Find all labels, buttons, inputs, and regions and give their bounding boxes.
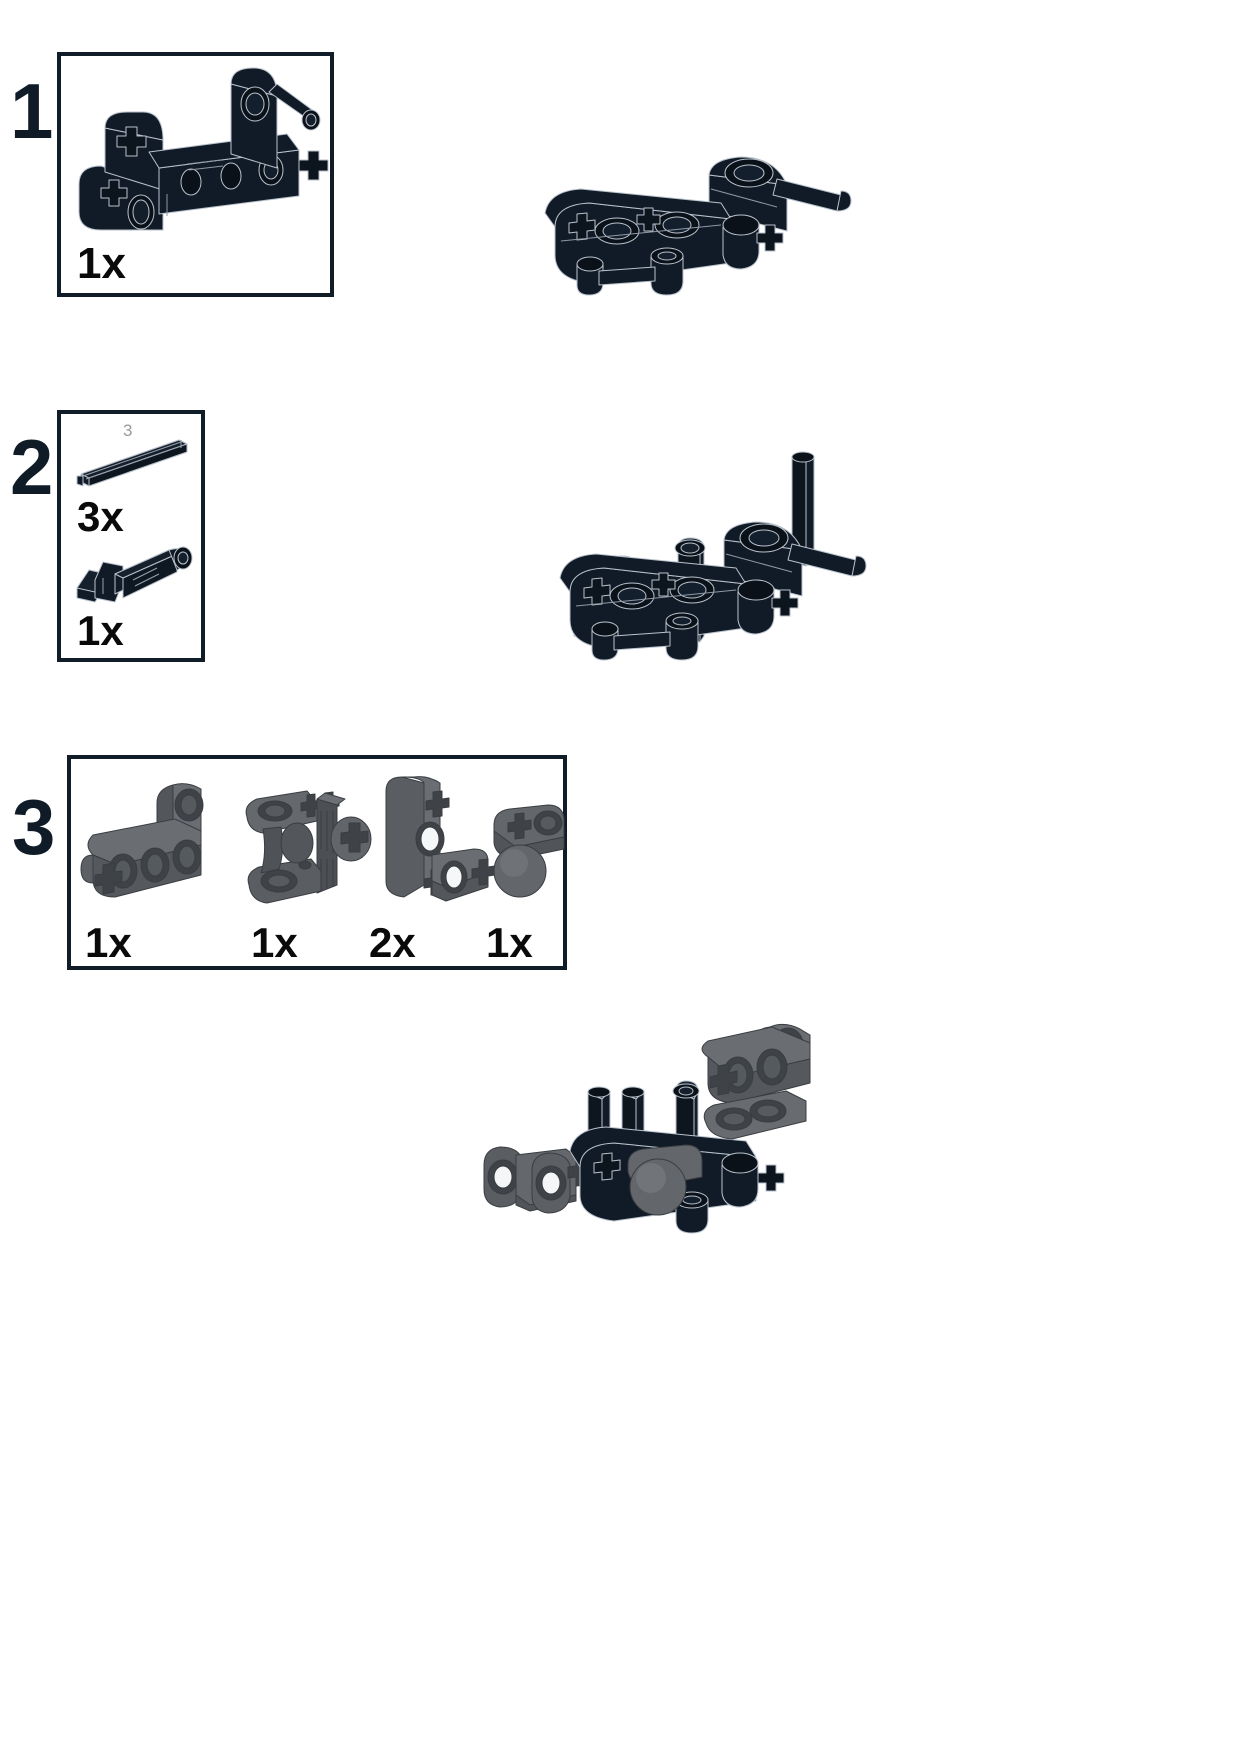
- step-number-3: 3: [12, 783, 55, 871]
- step-number-1: 1: [10, 67, 53, 155]
- step-2-part-2-count: 1x: [77, 607, 124, 654]
- step-3-part-3-count: 2x: [369, 919, 416, 966]
- step-3-part-1-count: 1x: [85, 919, 132, 966]
- step-1-parts-callout: 1x: [57, 52, 334, 297]
- technic-axle-3-dark-icon: [75, 438, 195, 488]
- step-1-assembly-image: [525, 145, 855, 305]
- technic-pin-with-axle-dark-icon: [73, 544, 198, 606]
- step-2-part-1-count: 3x: [77, 493, 124, 540]
- step-1-part-1-count: 1x: [77, 239, 126, 288]
- step-3-parts-callout: 1x 1x 2x 1x: [67, 755, 567, 970]
- technic-steering-knuckle-gray-icon: [241, 781, 372, 911]
- step-2-parts-callout: 3 3x: [57, 410, 205, 662]
- step-2-axle-length-label: 3: [123, 421, 133, 440]
- technic-ball-joint-gray-icon: [486, 799, 571, 899]
- step-2-assembly-image: [550, 440, 880, 670]
- technic-beam-assembly-dark-icon: [71, 64, 331, 254]
- step-3-part-4-count: 1x: [486, 919, 533, 966]
- step-3-part-2-count: 1x: [251, 919, 298, 966]
- step-3-assembly-image: [470, 1015, 890, 1265]
- technic-bent-liftarm-gray-icon: [376, 776, 496, 912]
- technic-angular-beam-gray-icon: [79, 779, 239, 909]
- step-number-2: 2: [10, 423, 53, 511]
